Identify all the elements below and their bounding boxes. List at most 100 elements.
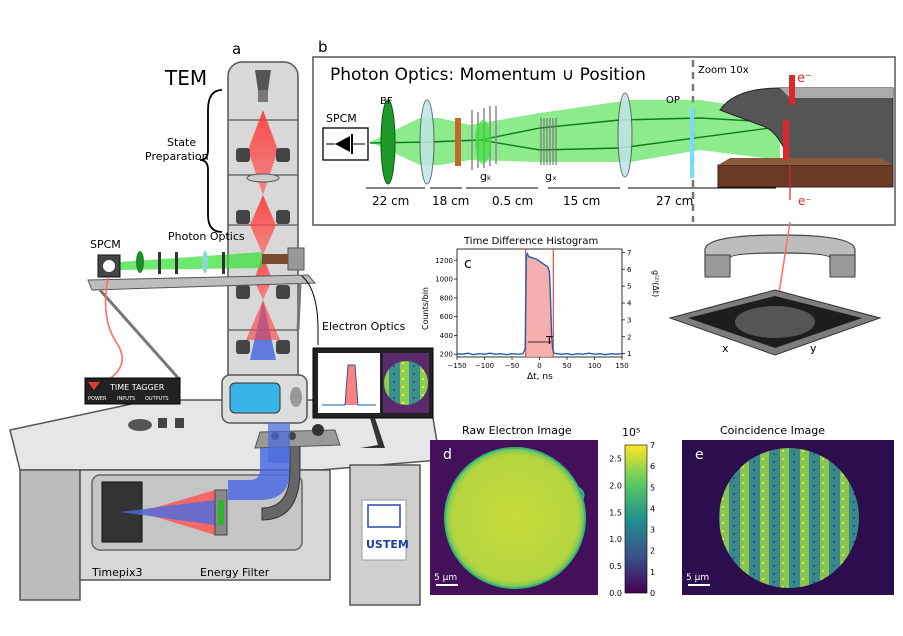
e-beam-b xyxy=(789,75,795,105)
x-tick-label: 50 xyxy=(563,362,572,370)
photon-green-beam xyxy=(120,252,262,270)
x-tick-label: 100 xyxy=(588,362,601,370)
dist-15: 15 cm xyxy=(563,194,600,208)
energy-filter-green xyxy=(218,500,224,525)
gk-label: gₖ xyxy=(480,170,492,183)
det-x: x xyxy=(722,342,729,355)
colorbar-right-tick: 5 xyxy=(650,483,655,492)
det-y: y xyxy=(810,342,817,355)
state-prep-brace xyxy=(199,89,223,233)
colorbar-left-tick: 2.0 xyxy=(609,481,622,490)
op-label: OP xyxy=(666,95,680,106)
chart-y2label: g⁽²⁾(Δt) xyxy=(651,270,660,297)
panel-d-scale: 5 μm xyxy=(434,573,457,583)
spcm-label-a: SPCM xyxy=(90,238,121,251)
y2-tick-label: 1 xyxy=(627,350,631,358)
dist-05: 0.5 cm xyxy=(492,194,533,208)
colorbar-exponent: 10⁵ xyxy=(622,426,640,439)
x-tick-label: 150 xyxy=(615,362,628,370)
tt-inputs: INPUTS xyxy=(117,396,135,402)
chart-title: Time Difference Histogram xyxy=(463,236,598,247)
dist-27: 27 cm xyxy=(656,194,693,208)
y2-tick-label: 5 xyxy=(627,283,631,291)
dist-22: 22 cm xyxy=(372,194,409,208)
panel-b-title: Photon Optics: Momentum ∪ Position xyxy=(330,65,646,85)
panel-c: Time Difference Histogram −150 −100 −50 0 50… xyxy=(421,236,660,382)
panel-e: Coincidence Image e 5 μm xyxy=(682,424,894,595)
panel-e-scale: 5 μm xyxy=(686,573,709,583)
ustem-logo-box xyxy=(361,499,407,561)
y-tick-label: 1200 xyxy=(435,257,453,265)
histogram-line xyxy=(456,252,623,356)
panel-e-letter: e xyxy=(695,447,704,463)
y-tick-label: 600 xyxy=(440,313,453,321)
panel-d: Raw Electron Image d 5 μm xyxy=(430,424,598,595)
pole-piece xyxy=(719,87,894,166)
y2-tick-label: 2 xyxy=(627,333,631,341)
optics-shelf xyxy=(87,274,317,291)
desk-knob-1 xyxy=(128,419,152,431)
gx-label: gₓ xyxy=(545,170,557,183)
electron-optics-pointer xyxy=(301,275,319,345)
colorbar-left-tick: 0.5 xyxy=(609,562,622,571)
tt-power: POWER xyxy=(88,396,107,402)
lens-1 xyxy=(419,99,435,185)
op-plane xyxy=(690,108,694,178)
panel-d-title: Raw Electron Image xyxy=(462,424,572,437)
colorbar-gradient xyxy=(624,444,648,594)
mirror xyxy=(783,120,789,160)
y-tick-label: 800 xyxy=(440,294,453,302)
state-prep-line2: Preparation xyxy=(145,150,209,163)
sample-stage xyxy=(717,164,894,188)
grating-gx xyxy=(540,118,557,165)
photon-optics-label: Photon Optics xyxy=(168,230,245,243)
bf-label: BF xyxy=(380,96,393,107)
colorbar-right-tick: 6 xyxy=(650,462,655,471)
colorbar-left-tick: 1.5 xyxy=(609,508,622,517)
control-panel xyxy=(254,429,341,449)
tt-outputs: OUTPUTS xyxy=(145,396,169,402)
iris xyxy=(455,118,461,166)
electron-label-b: e⁻ xyxy=(797,71,812,86)
colorbar-left-tick: 0.0 xyxy=(609,589,622,598)
panel-d-letter: d xyxy=(443,447,452,463)
colorbar-right-tick: 1 xyxy=(650,568,655,577)
zoom-label: Zoom 10x xyxy=(698,65,749,76)
x-tick-label: −100 xyxy=(475,362,494,370)
photon-optics-elements xyxy=(136,251,225,274)
dist-18: 18 cm xyxy=(432,194,469,208)
timepix-blue-beam xyxy=(120,500,215,525)
panel-b-letter: b xyxy=(318,38,328,56)
timepix3-label: Timepix3 xyxy=(91,566,142,579)
x-tick-label: −150 xyxy=(447,362,466,370)
colorbar-left-tick: 2.5 xyxy=(609,454,622,463)
state-prep-line1: State xyxy=(167,136,196,149)
energy-filter-label: Energy Filter xyxy=(200,566,270,579)
tem-lenses xyxy=(236,148,290,354)
time-tagger-label: TIME TAGGER xyxy=(109,383,165,392)
y2-tick-label: 7 xyxy=(627,249,631,257)
y2-tick-label: 4 xyxy=(627,300,632,308)
colorbar-right-tick: 4 xyxy=(650,504,655,513)
tau-label: T xyxy=(545,334,553,347)
detector-illustration: x y xyxy=(668,221,882,356)
colorbar-left-tick: 1.0 xyxy=(609,535,622,544)
y-tick-label: 400 xyxy=(440,332,453,340)
time-tagger xyxy=(84,377,181,405)
bf-filter xyxy=(380,99,396,185)
x-tick-label: −50 xyxy=(505,362,520,370)
ustem-logo: USTEM xyxy=(366,538,409,551)
colorbar-right-tick: 3 xyxy=(650,526,655,535)
electron-gun xyxy=(255,70,271,90)
spcm-label-b: SPCM xyxy=(326,112,357,125)
electron-optics-label: Electron Optics xyxy=(322,320,406,333)
y2-tick-label: 3 xyxy=(627,316,631,324)
panel-e-title: Coincidence Image xyxy=(720,424,825,437)
chart-xlabel: Δt, ns xyxy=(527,372,553,382)
x-tick-label: 0 xyxy=(537,362,541,370)
panel-a-letter: a xyxy=(232,40,241,58)
colorbar-right-tick: 0 xyxy=(650,589,655,598)
y-tick-label: 200 xyxy=(440,351,453,359)
